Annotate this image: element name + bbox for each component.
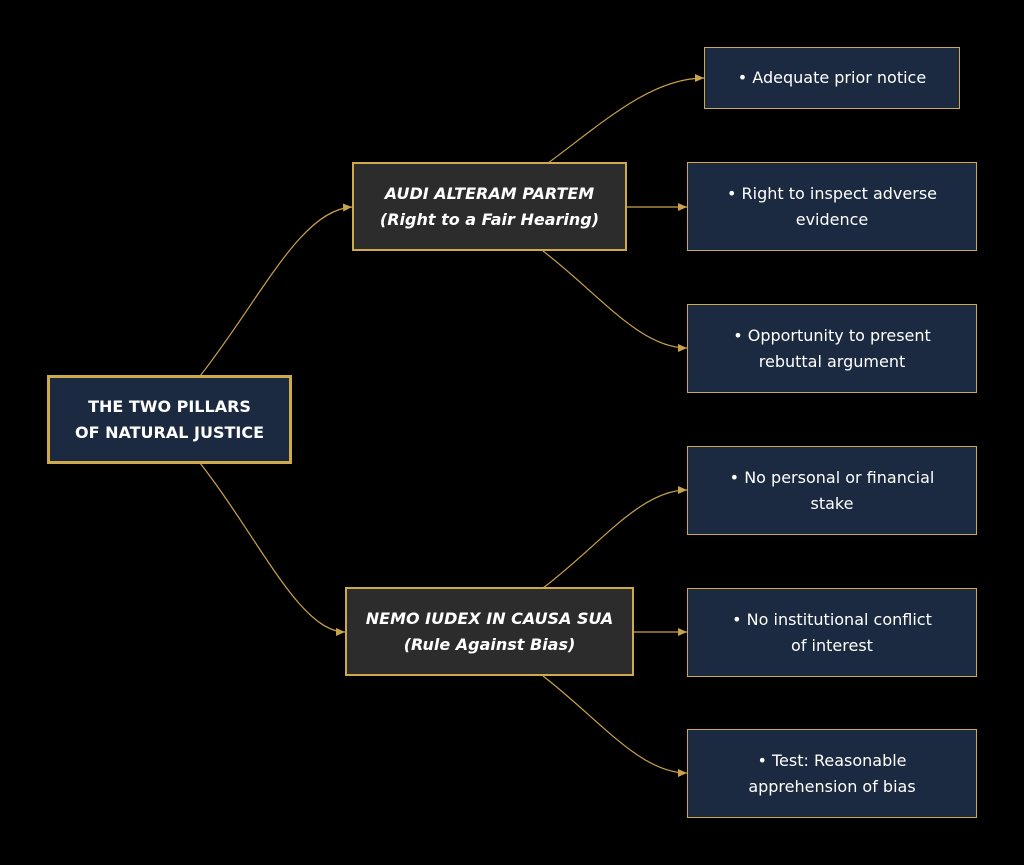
root-node: THE TWO PILLARS OF NATURAL JUSTICE — [47, 375, 292, 464]
root-node-line-1: THE TWO PILLARS — [88, 396, 251, 416]
leaf-evidence-line-2: evidence — [795, 209, 869, 229]
edge-audi-to-rebuttal — [542, 250, 688, 352]
edge-audi-to-notice — [547, 74, 705, 164]
leaf-personal-financial-stake: • No personal or financial stake — [687, 446, 977, 535]
edge-nemo-to-stake — [542, 486, 688, 589]
leaf-reasonable-apprehension: • Test: Reasonable apprehension of bias — [687, 729, 977, 818]
leaf-rebuttal-line-2: rebuttal argument — [758, 351, 906, 371]
edge-nemo-to-apprehension — [542, 675, 688, 777]
leaf-apprehension-line-1: • Test: Reasonable — [757, 750, 907, 770]
pillar-audi-subtitle: (Right to a Fair Hearing) — [379, 209, 600, 229]
pillar-nemo-title: NEMO IUDEX IN CAUSA SUA — [365, 608, 614, 628]
leaf-notice-line-1: • Adequate prior notice — [737, 68, 927, 87]
leaf-apprehension-line-2: apprehension of bias — [748, 776, 916, 796]
pillar-audi-title: AUDI ALTERAM PARTEM — [384, 183, 595, 203]
edge-root-to-audi — [199, 203, 353, 377]
leaf-rebuttal-argument: • Opportunity to present rebuttal argume… — [687, 304, 977, 393]
root-node-line-2: OF NATURAL JUSTICE — [74, 422, 264, 442]
leaf-rebuttal-line-1: • Opportunity to present — [733, 325, 931, 345]
leaf-adequate-prior-notice: • Adequate prior notice — [704, 47, 960, 109]
leaf-conflict-line-2: of interest — [791, 635, 873, 655]
edge-root-to-nemo — [199, 462, 346, 636]
leaf-stake-line-2: stake — [810, 493, 854, 513]
pillar-nemo-iudex: NEMO IUDEX IN CAUSA SUA (Rule Against Bi… — [345, 587, 634, 676]
leaf-evidence-line-1: • Right to inspect adverse — [727, 183, 937, 203]
leaf-inspect-adverse-evidence: • Right to inspect adverse evidence — [687, 162, 977, 251]
pillar-audi-alteram-partem: AUDI ALTERAM PARTEM (Right to a Fair Hea… — [352, 162, 627, 251]
pillar-nemo-subtitle: (Rule Against Bias) — [403, 634, 576, 654]
leaf-institutional-conflict: • No institutional conflict of interest — [687, 588, 977, 677]
leaf-stake-line-1: • No personal or financial — [729, 467, 935, 487]
leaf-conflict-line-1: • No institutional conflict — [732, 609, 932, 629]
